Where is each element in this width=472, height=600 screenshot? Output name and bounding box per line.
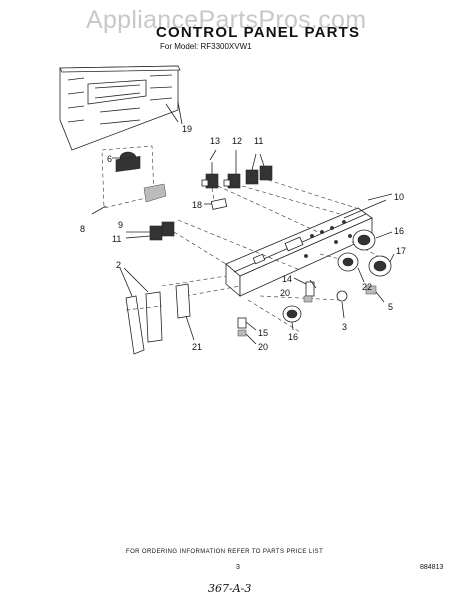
callout: 12 [232,136,242,146]
bracket-part-2 [119,267,163,355]
reference-code: 884813 [420,564,444,571]
clip-part-5 [365,285,377,295]
knob-part-16-lower [282,305,302,331]
callout: 18 [192,200,202,210]
alignment-lines [161,179,379,333]
callout: 8 [80,224,85,234]
callout: 15 [258,328,268,338]
clip-part-20-lower [237,329,257,345]
model-line: For Model: RF3300XVW1 [160,42,252,51]
clock-bracket-part [91,145,167,215]
callout-labels: 19 13 12 11 6 10 8 9 11 18 16 17 22 2 14… [80,124,406,352]
back-panel-part [59,65,183,151]
diagram-title: CONTROL PANEL PARTS [156,24,361,41]
callout: 9 [118,220,123,230]
callout: 22 [362,282,372,292]
callout: 10 [394,192,404,202]
bracket-part-21 [175,283,195,341]
clip-part-20-upper [303,295,313,303]
callout: 5 [388,302,393,312]
leader-lines [165,103,395,303]
callout: 17 [396,246,406,256]
switch-part-13 [201,149,219,189]
callout: 20 [280,288,290,298]
spring-part-15 [237,317,257,331]
watermark: AppliancePartsPros.com [86,6,367,34]
knob-part-22 [337,252,359,272]
callout: 16 [288,332,298,342]
callout: 14 [282,274,292,284]
switch-part-11-left [125,221,175,241]
page-number: 3 [236,564,240,571]
callout: 2 [116,260,121,270]
callout: 21 [192,342,202,352]
handwritten-note: 367-A-3 [208,582,252,595]
callout: 13 [210,136,220,146]
callout: 20 [258,342,268,352]
callout: 16 [394,226,404,236]
ordering-note: FOR ORDERING INFORMATION REFER TO PARTS … [126,549,324,555]
callout: 19 [182,124,192,134]
bushing-part-3 [336,290,348,319]
switch-part-12 [223,150,241,189]
callout: 11 [254,136,263,146]
knob-part-16-upper [352,229,376,251]
callout: 3 [342,322,347,332]
switch-part-11-top [245,153,273,185]
control-panel-part [225,199,387,297]
knob-part-17 [368,255,392,277]
callout: 6 [107,154,112,164]
callout: 11 [112,234,121,244]
bracket-part-18 [204,187,228,210]
